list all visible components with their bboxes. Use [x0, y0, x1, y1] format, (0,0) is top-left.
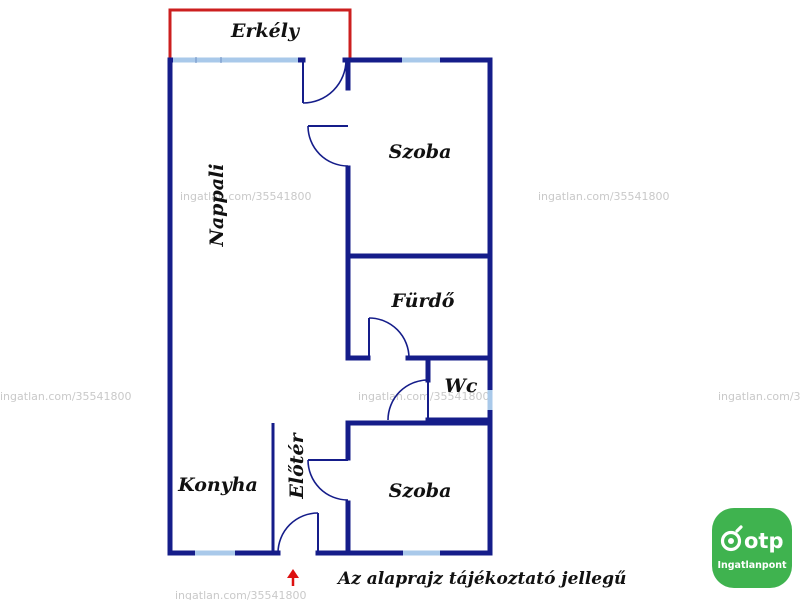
disclaimer-note: Az alaprajz tájékoztató jellegű: [336, 569, 626, 589]
room-label-toilet: Wc: [445, 375, 478, 397]
otp-logo: otp Ingatlanpont: [712, 508, 792, 588]
room-label-hall: Előtér: [286, 431, 308, 499]
watermark-text: ingatlan.com/35541800: [180, 190, 312, 203]
room-labels: Erkély Nappali Szoba Fürdő Wc Előtér Kon…: [177, 20, 478, 502]
room-label-living-room: Nappali: [206, 164, 228, 248]
watermark-text: ingatlan.com/35541800: [0, 390, 132, 403]
watermarks: ingatlan.com/35541800 ingatlan.com/35541…: [0, 190, 800, 600]
room-label-bedroom-bottom: Szoba: [389, 480, 452, 502]
otp-logo-icon: [720, 525, 743, 552]
entrance-arrow-icon: [287, 569, 299, 586]
room-label-bedroom-top: Szoba: [389, 141, 452, 163]
watermark-text: ingatlan.com/35541800: [358, 390, 490, 403]
watermark-text: ingatlan.com/35541800: [718, 390, 800, 403]
room-label-bathroom: Fürdő: [391, 290, 455, 312]
balcony-outline: [168, 8, 352, 62]
room-label-kitchen: Konyha: [177, 474, 258, 496]
windows: [173, 57, 493, 556]
otp-logo-brand: otp: [744, 529, 784, 553]
otp-logo-subtitle: Ingatlanpont: [717, 560, 787, 571]
watermark-text: ingatlan.com/35541800: [538, 190, 670, 203]
room-label-balcony: Erkély: [230, 20, 301, 42]
doors: [277, 59, 429, 554]
watermark-text: ingatlan.com/35541800: [175, 589, 307, 600]
